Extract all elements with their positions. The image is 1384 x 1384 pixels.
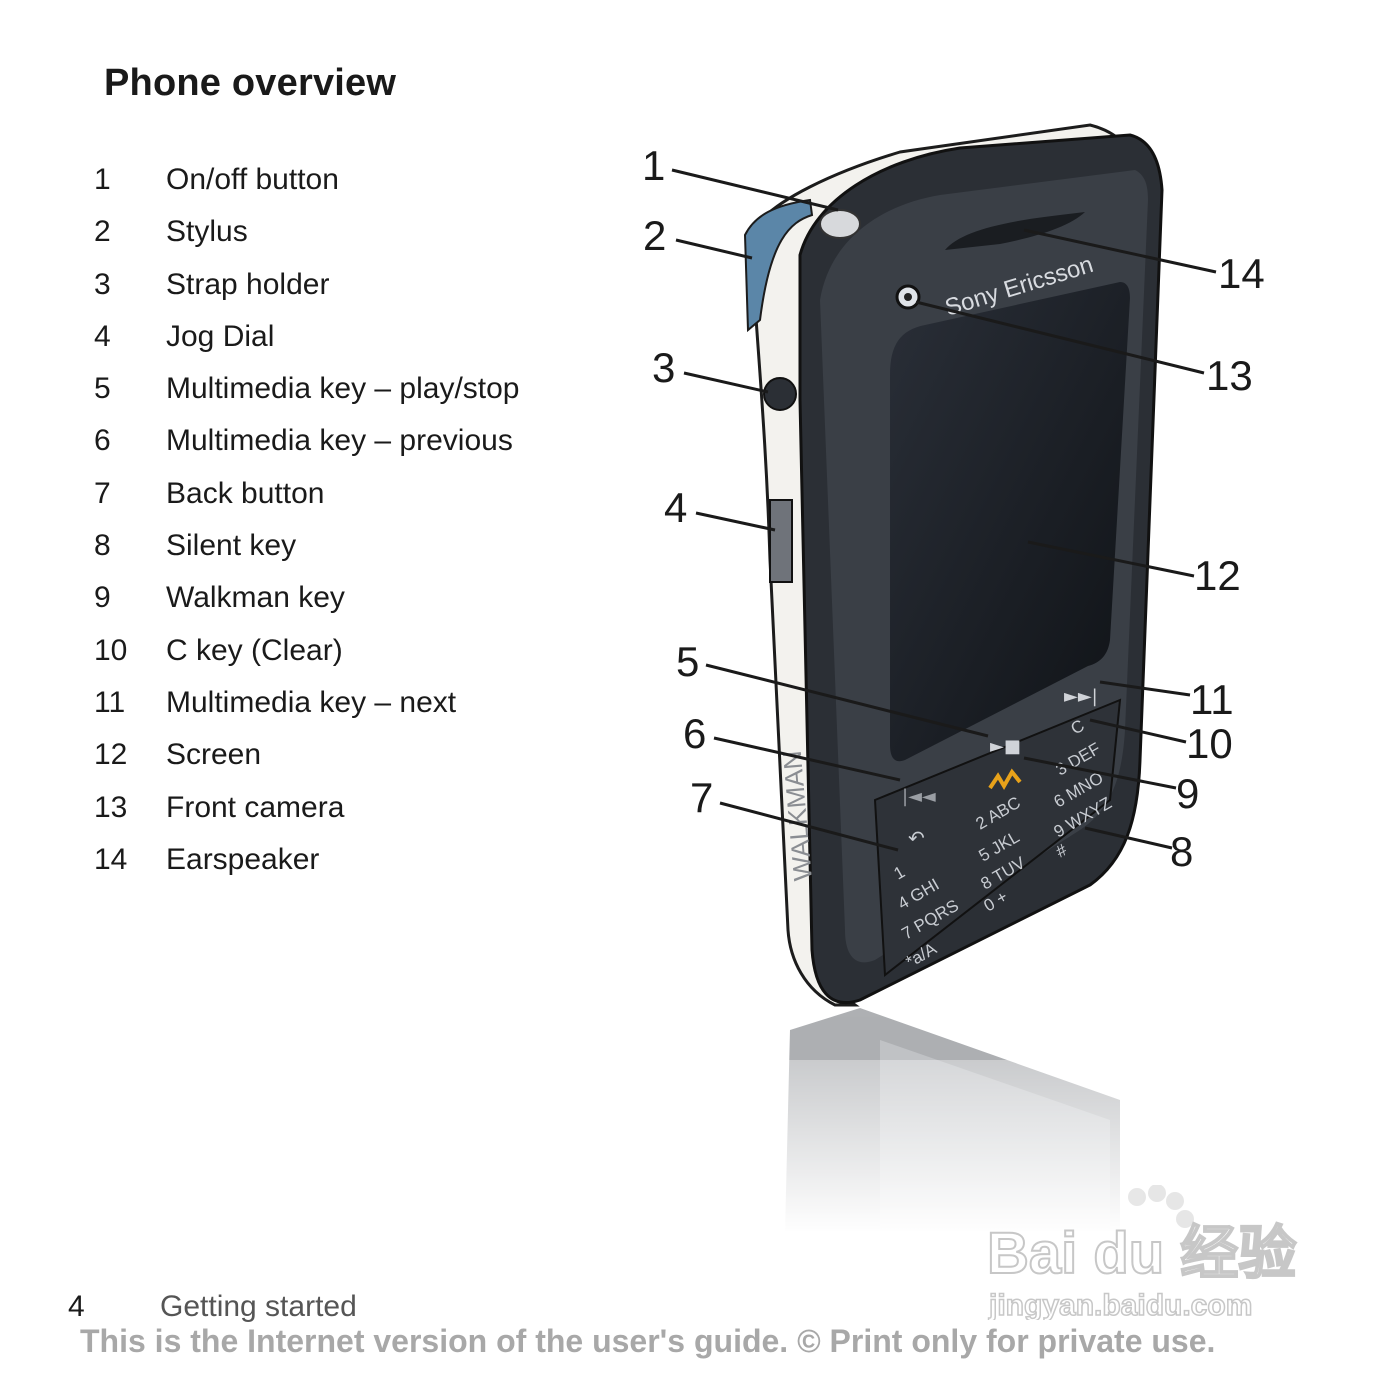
list-item: 3 Strap holder xyxy=(94,263,614,315)
callout-7: 7 xyxy=(690,774,713,821)
list-item-number: 1 xyxy=(94,163,111,196)
list-item-label: Multimedia key – next xyxy=(166,685,457,719)
list-item: 13 Front camera xyxy=(94,786,614,838)
screen xyxy=(890,282,1130,762)
list-item-number: 5 xyxy=(94,372,111,406)
next-icon[interactable]: ►►| xyxy=(1064,686,1098,707)
copyright-notice: This is the Internet version of the user… xyxy=(80,1323,1216,1359)
callout-numbers: 1 2 3 4 5 6 7 8 9 10 11 12 13 14 xyxy=(642,142,1265,875)
list-item-label: Front camera xyxy=(166,790,345,824)
list-item-number: 14 xyxy=(94,842,128,876)
callout-9: 9 xyxy=(1176,770,1199,817)
list-item: 7 Back button xyxy=(94,472,614,524)
page-title: Phone overview xyxy=(104,62,397,104)
list-item-label: Screen xyxy=(166,738,262,772)
baidu-logo-text: Bai du 经验 xyxy=(987,1221,1296,1286)
back-icon[interactable]: ↶ xyxy=(908,826,925,850)
callout-8: 8 xyxy=(1170,828,1193,875)
list-item-label: On/off button xyxy=(166,163,339,196)
list-item-number: 11 xyxy=(94,685,126,719)
walkman-key[interactable] xyxy=(988,768,1022,790)
list-item: 5 Multimedia key – play/stop xyxy=(94,367,614,419)
parts-list: 1 On/off button 2 Stylus 3 Strap holder 4 Jo… xyxy=(94,158,614,890)
list-item-label: Silent key xyxy=(166,529,297,563)
list-item: 8 Silent key xyxy=(94,524,614,576)
phone-reflection xyxy=(780,1008,1120,1232)
callout-4: 4 xyxy=(664,484,687,531)
list-item-number: 2 xyxy=(94,215,111,249)
list-item-label: Strap holder xyxy=(166,267,330,301)
section-name: Getting started xyxy=(160,1290,357,1323)
keypad xyxy=(873,698,1122,977)
list-item-label: Multimedia key – previous xyxy=(166,424,513,458)
list-item: 11 Multimedia key – next xyxy=(94,681,614,733)
list-item-label: Back button xyxy=(166,476,325,510)
stylus xyxy=(743,198,814,333)
list-item-number: 10 xyxy=(94,633,128,667)
callout-lines xyxy=(671,168,1217,852)
list-item-number: 4 xyxy=(94,319,111,353)
list-item-label: C key (Clear) xyxy=(166,633,343,667)
list-item-label: Jog Dial xyxy=(166,319,275,353)
list-item: 1 On/off button xyxy=(94,158,614,210)
list-item: 2 Stylus xyxy=(94,210,614,262)
callout-3: 3 xyxy=(652,344,675,391)
list-item-number: 6 xyxy=(94,424,111,458)
page-number: 4 xyxy=(68,1290,85,1323)
baidu-url: jingyan.baidu.com xyxy=(988,1289,1252,1320)
previous-icon[interactable]: |◄◄ xyxy=(902,786,936,807)
play-stop-icon[interactable]: ►■ xyxy=(990,736,1021,757)
earspeaker xyxy=(945,212,1085,250)
callout-6: 6 xyxy=(683,710,706,757)
list-item-label: Stylus xyxy=(166,215,248,249)
on-off-button[interactable] xyxy=(819,209,861,239)
baidu-watermark: Bai du 经验 jingyan.baidu.com xyxy=(986,1185,1297,1320)
list-item-label: Multimedia key – play/stop xyxy=(166,372,520,406)
list-item: 12 Screen xyxy=(94,733,614,785)
callout-1: 1 xyxy=(642,142,665,189)
list-item-label: Walkman key xyxy=(166,581,345,615)
jog-dial[interactable] xyxy=(769,499,793,583)
callout-11: 11 xyxy=(1190,676,1234,723)
list-item-number: 13 xyxy=(94,790,128,824)
callout-13: 13 xyxy=(1206,352,1253,399)
list-item: 10 C key (Clear) xyxy=(94,629,614,681)
phone-diagram: Sony Ericsson WALKMAN 1 2 ABC 3 DEF 4 GH… xyxy=(642,123,1265,1232)
list-item-number: 12 xyxy=(94,738,128,772)
callout-14: 14 xyxy=(1218,250,1265,297)
list-item: 4 Jog Dial xyxy=(94,315,614,367)
list-item: 9 Walkman key xyxy=(94,576,614,628)
list-item-label: Earspeaker xyxy=(166,842,320,876)
callout-5: 5 xyxy=(676,638,699,685)
phone-body: Sony Ericsson WALKMAN 1 2 ABC 3 DEF 4 GH… xyxy=(743,123,1164,1007)
list-item-number: 3 xyxy=(94,267,111,301)
list-item: 14 Earspeaker xyxy=(94,838,614,890)
list-item: 6 Multimedia key – previous xyxy=(94,419,614,471)
callout-2: 2 xyxy=(643,212,666,259)
callout-12: 12 xyxy=(1194,552,1241,599)
list-item-number: 8 xyxy=(94,529,111,563)
strap-holder xyxy=(763,377,797,411)
list-item-number: 7 xyxy=(94,476,111,510)
callout-10: 10 xyxy=(1186,720,1233,767)
list-item-number: 9 xyxy=(94,581,111,615)
